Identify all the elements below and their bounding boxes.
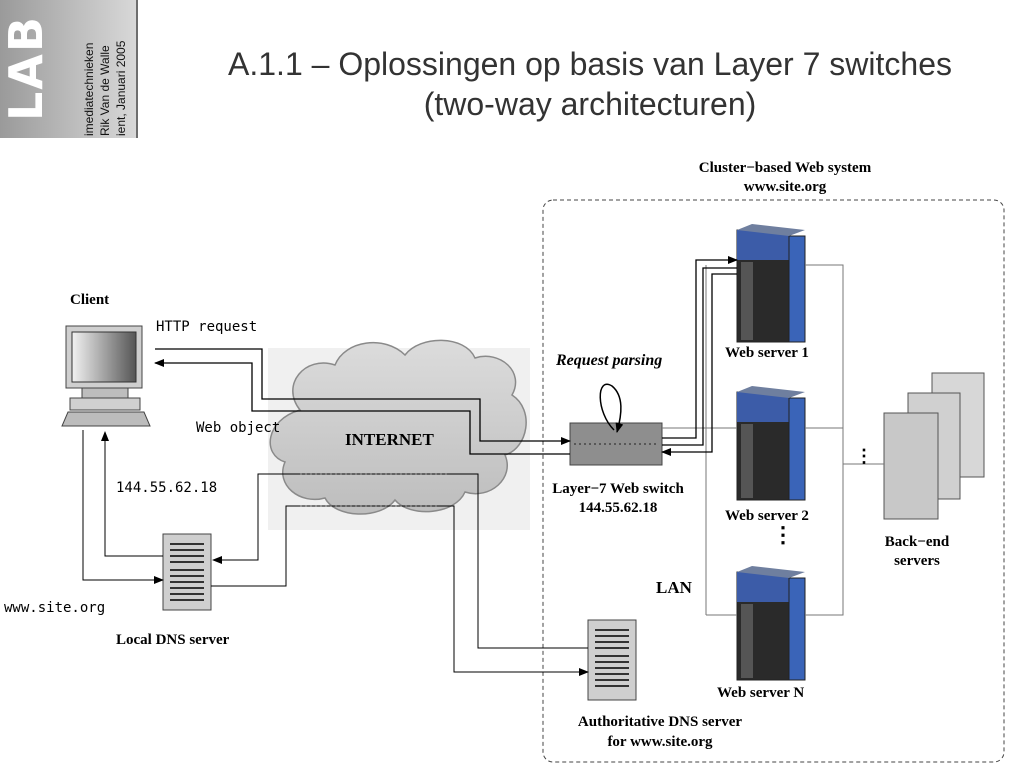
cluster-boundary: [542, 199, 1005, 763]
web-server-2-icon: [736, 386, 806, 501]
slide-title-line-2: (two-way architecturen): [423, 86, 757, 122]
cluster-url: www.site.org: [743, 179, 827, 195]
local-dns-label: Local DNS server: [116, 632, 230, 648]
cloud-shape: [269, 339, 527, 515]
slide-title-line-1: A.1.1 – Oplossingen op basis van Layer 7…: [228, 46, 952, 82]
web-server-1-label: Web server 1: [725, 345, 809, 361]
web-server-2-label: Web server 2: [725, 508, 809, 524]
http-request-arrow: [155, 348, 571, 445]
site-query-label: www.site.org: [4, 600, 106, 616]
layer7-switch-icon: [569, 383, 663, 466]
switch-to-server-arrow: [662, 256, 738, 439]
client-label: Client: [70, 292, 110, 308]
client-computer-icon: [61, 325, 151, 427]
web-server-1-icon: [736, 224, 806, 343]
logo-strip: LAB imediatechnieken Rik Van de Walle ie…: [0, 0, 138, 138]
auth-dns-to-local-dns-arrow: [212, 473, 588, 649]
switch-name: Layer−7 Web switch: [552, 481, 684, 497]
backend-ellipsis: ⋮: [855, 446, 873, 466]
servers-ellipsis: ⋮: [772, 522, 794, 547]
internet-label: INTERNET: [345, 430, 434, 449]
lan-links: [662, 264, 884, 616]
request-parsing-label: Request parsing: [556, 352, 663, 369]
backend-servers-icon: [883, 372, 985, 520]
auth-dns-label: Authoritative DNS server for www.site.or…: [540, 712, 780, 752]
local-dns-to-client-arrow: [101, 431, 163, 557]
local-dns-server-icon: [162, 533, 212, 611]
web-object-label: Web object: [196, 420, 281, 436]
web-server-n-label: Web server N: [717, 685, 805, 701]
cluster-title: Cluster−based Web system www.site.org: [660, 159, 910, 197]
client-to-local-dns-arrow: [82, 430, 164, 584]
backend-label-line-1: Back−end: [884, 534, 950, 550]
backend-label-line-2: servers: [894, 553, 940, 569]
http-request-label: HTTP request: [156, 319, 258, 335]
client-ip-label: 144.55.62.18: [116, 480, 218, 496]
authoritative-dns-server-icon: [587, 619, 637, 701]
switch-label: Layer−7 Web switch 144.55.62.18: [532, 480, 704, 518]
slide-title: A.1.1 – Oplossingen op basis van Layer 7…: [175, 44, 1005, 124]
cluster-title-line: Cluster−based Web system: [698, 160, 872, 176]
cloud-dotted-paths: [300, 473, 450, 507]
backend-label: Back−end servers: [864, 533, 970, 571]
server-to-switch-arrow: [661, 273, 737, 456]
web-server-n-icon: [736, 566, 806, 681]
auth-dns-label-line-1: Authoritative DNS server: [577, 714, 743, 730]
local-dns-to-auth-dns-arrow: [211, 505, 589, 676]
logo-divider: [136, 0, 138, 138]
internet-cloud: [268, 339, 530, 530]
auth-dns-label-line-2: for www.site.org: [607, 734, 713, 750]
server-to-switch-line-a: [662, 267, 737, 446]
web-object-arrow: [154, 359, 570, 455]
lan-label: LAN: [656, 578, 692, 597]
switch-ip: 144.55.62.18: [578, 500, 658, 516]
